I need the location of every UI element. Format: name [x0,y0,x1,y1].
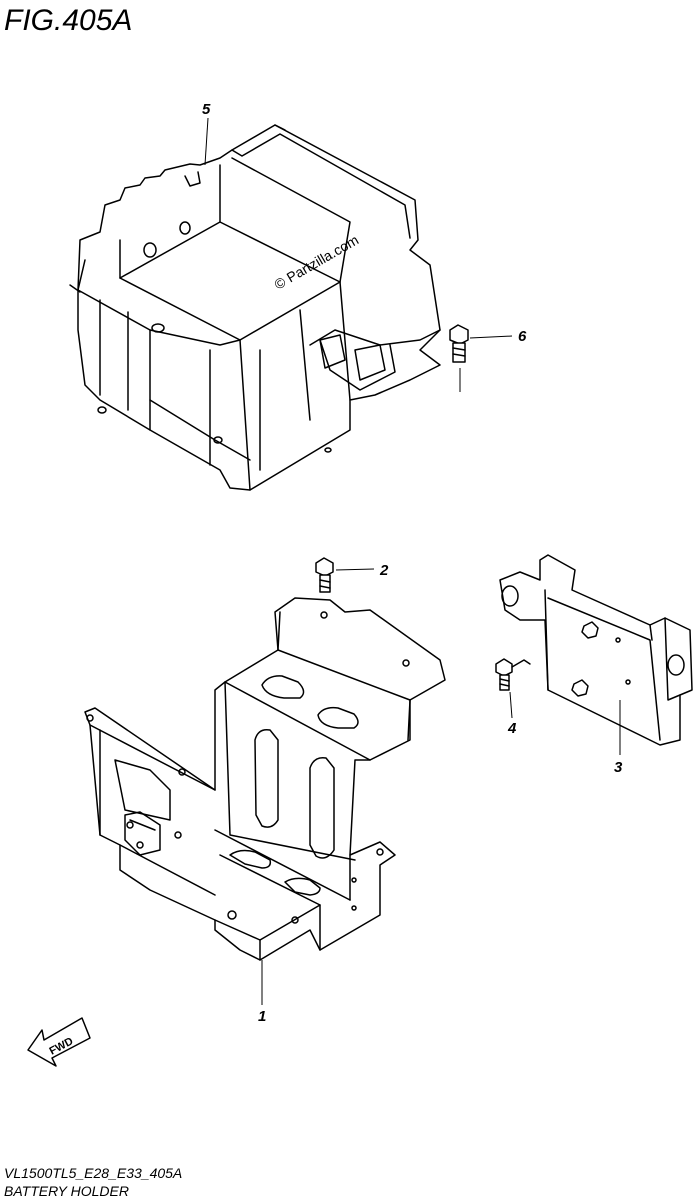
leader-line-6 [469,335,513,339]
bolt-2-part [315,557,334,593]
model-code: VL1500TL5_E28_E33_405A [4,1165,182,1181]
bracket-3-part [499,554,693,746]
callout-1[interactable]: 1 [258,1008,266,1025]
callout-4[interactable]: 4 [507,720,517,737]
leader-line-2 [335,568,375,571]
leader-line-4 [509,691,513,719]
callout-6[interactable]: 6 [518,328,527,345]
fwd-arrow-icon: FWD [27,1017,91,1067]
callout-3[interactable]: 3 [614,759,623,776]
callout-5[interactable]: 5 [202,101,211,118]
figure-caption: BATTERY HOLDER [4,1183,129,1199]
bolt-4-part [495,658,531,691]
battery-holder-bracket-part [84,597,446,961]
callout-2[interactable]: 2 [379,562,389,579]
bolt-6-part [449,324,469,363]
figure-title: FIG.405A [4,4,132,37]
battery-box-part [69,124,441,491]
leader-line-5 [204,117,209,166]
